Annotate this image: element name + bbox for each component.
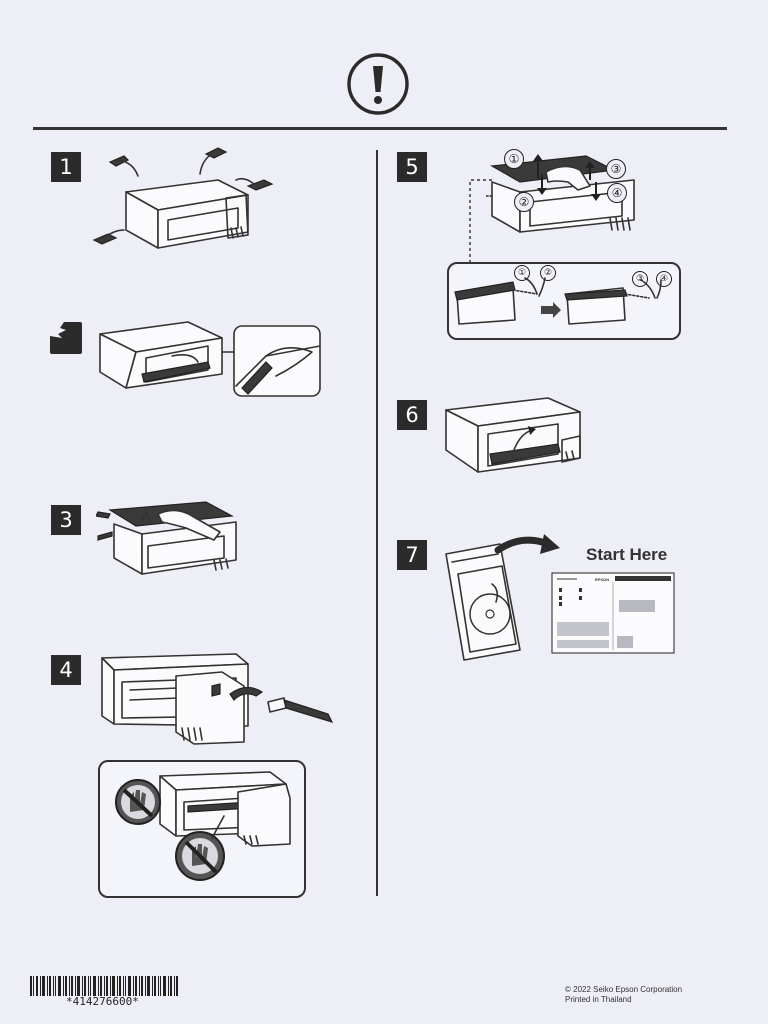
start-here-label: Start Here [586, 545, 668, 564]
detail-callout-2: ② [540, 265, 556, 281]
printed-in-text: Printed in Thailand [565, 995, 632, 1004]
step-number-1: 1 [51, 152, 81, 182]
close-paper-output-tray-illustration [445, 397, 581, 473]
step-number-3: 3 [51, 505, 81, 535]
callout-3: ③ [606, 159, 626, 179]
step5-detail-connector [469, 179, 492, 262]
do-not-touch-illustration [115, 771, 291, 881]
column-divider [376, 150, 378, 896]
step-number-7: 7 [397, 540, 427, 570]
callout-2: ② [514, 192, 534, 212]
start-here-document-icon: EPSON [551, 572, 675, 654]
barcode [30, 976, 178, 996]
lift-scanner-unit-illustration [96, 501, 237, 575]
copyright-text: © 2022 Seiko Epson Corporation [565, 985, 683, 994]
step-number-6: 6 [397, 400, 427, 430]
barcode-number: *414276600* [66, 995, 139, 1008]
doc-brand-text: EPSON [595, 577, 609, 582]
callout-4: ④ [607, 183, 627, 203]
detail-callout-4: ④ [656, 271, 672, 287]
take-out-start-here-sheet-illustration [445, 534, 560, 661]
callout-1: ① [504, 149, 524, 169]
torn-corner-icon [50, 322, 66, 338]
detail-callout-1: ① [514, 265, 530, 281]
open-scanner-remove-tape-illustration [99, 321, 321, 397]
no-touch-icon-top [115, 779, 161, 825]
step-number-4: 4 [51, 655, 81, 685]
close-scanner-unit-illustration [486, 154, 635, 233]
header-divider [33, 127, 727, 130]
no-touch-icon-bottom [175, 831, 225, 881]
remove-packing-tape-illustration [92, 147, 274, 249]
step-number-2-badge [50, 322, 82, 354]
step-number-5: 5 [397, 152, 427, 182]
detail-callout-3: ③ [632, 271, 648, 287]
exclamation-warning-icon [347, 53, 409, 115]
scanner-closing-sequence-illustration [454, 277, 662, 325]
remove-protective-material-illustration [101, 653, 334, 745]
